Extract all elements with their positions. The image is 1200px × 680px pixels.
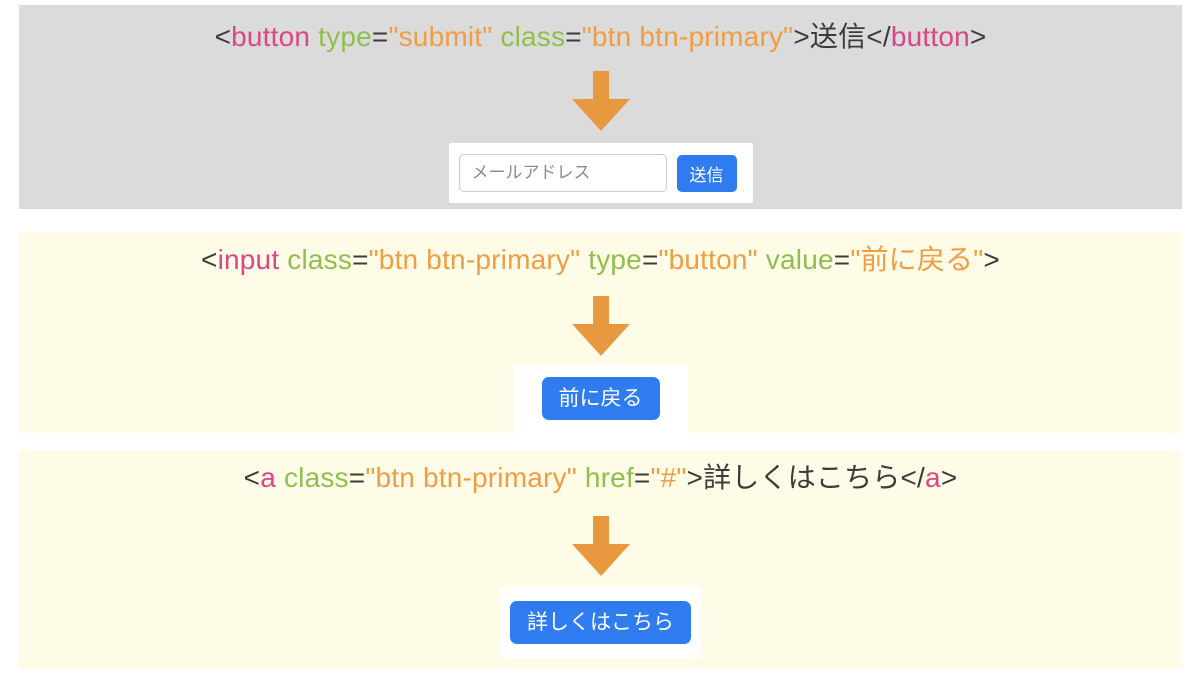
demo-section-button: <button type="submit" class="btn btn-pri… xyxy=(19,5,1182,209)
down-arrow-icon xyxy=(571,71,630,131)
rendered-output-button: 前に戻る xyxy=(513,363,688,433)
code-snippet-anchor: <a class="btn btn-primary" href="#">詳しくは… xyxy=(243,462,958,493)
rendered-output-link: 詳しくはこちら xyxy=(500,587,701,659)
down-arrow-icon xyxy=(571,516,630,576)
down-arrow-icon xyxy=(571,296,630,356)
demo-section-input: <input class="btn btn-primary" type="but… xyxy=(19,232,1182,433)
rendered-output-form: 送信 xyxy=(448,143,753,203)
submit-button[interactable]: 送信 xyxy=(676,154,737,192)
demo-section-anchor: <a class="btn btn-primary" href="#">詳しくは… xyxy=(19,450,1182,668)
details-link-button[interactable]: 詳しくはこちら xyxy=(510,601,691,645)
back-button[interactable]: 前に戻る xyxy=(541,376,660,420)
code-snippet-input: <input class="btn btn-primary" type="but… xyxy=(201,244,1000,275)
code-snippet-button: <button type="submit" class="btn btn-pri… xyxy=(214,21,987,52)
email-input[interactable] xyxy=(458,154,667,192)
